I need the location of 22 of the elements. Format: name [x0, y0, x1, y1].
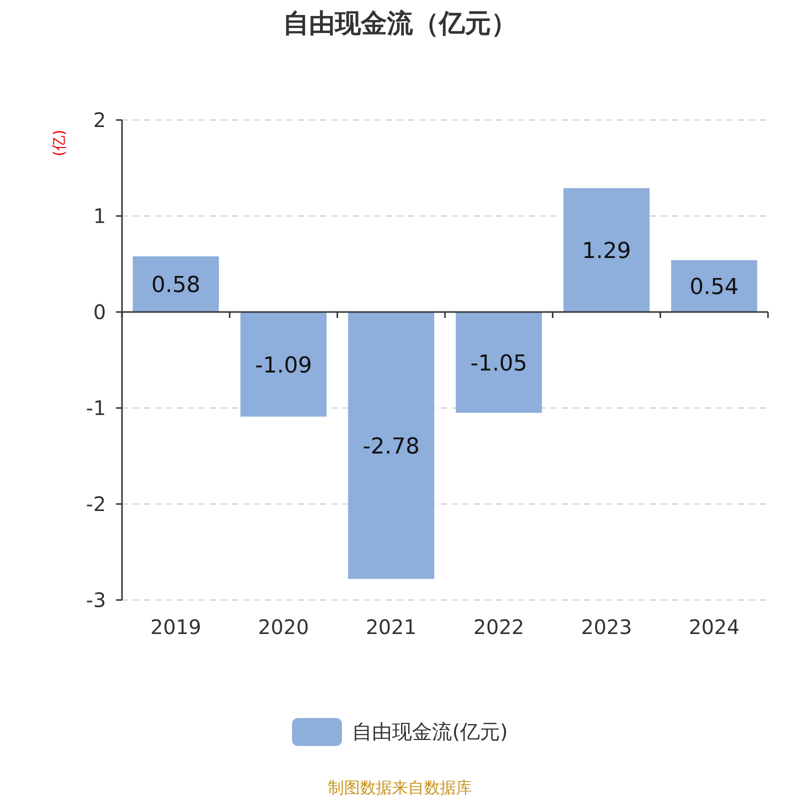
y-tick-label: 1	[93, 204, 106, 228]
x-tick-label: 2019	[150, 615, 202, 639]
x-tick-label: 2023	[581, 615, 632, 639]
y-tick-label: -3	[86, 588, 106, 612]
x-tick-label: 2024	[688, 615, 740, 639]
data-label: 0.58	[151, 273, 200, 298]
data-label: 0.54	[690, 275, 739, 300]
data-label: 1.29	[582, 239, 631, 264]
x-tick-label: 2022	[473, 615, 524, 639]
chart-title: 自由现金流（亿元）	[283, 8, 517, 41]
legend-label: 自由现金流(亿元)	[352, 720, 508, 744]
y-tick-label: -2	[86, 492, 106, 516]
y-tick-label: -1	[86, 396, 106, 420]
x-tick-label: 2020	[258, 615, 309, 639]
source-note: 制图数据来自数据库	[328, 778, 472, 797]
y-tick-label: 0	[93, 300, 106, 324]
y-tick-label: 2	[93, 108, 106, 132]
y-axis-label: (亿)	[50, 130, 68, 156]
x-tick-label: 2021	[366, 615, 417, 639]
data-label: -1.09	[255, 353, 312, 378]
data-label: -1.05	[470, 351, 528, 376]
data-label: -2.78	[362, 434, 420, 460]
